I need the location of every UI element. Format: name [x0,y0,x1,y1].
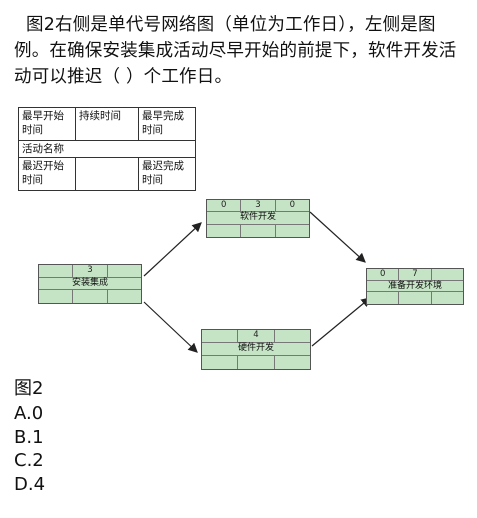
arrow-software-to-env [309,211,366,263]
node-prepare-environment: 0 7 准备开发环境 [366,268,464,305]
legend-blank [75,157,139,191]
env-ef [432,269,463,280]
env-es: 0 [367,269,400,280]
env-duration: 7 [399,269,432,280]
env-mid [399,292,432,304]
integrate-name: 安装集成 [71,277,108,288]
software-name: 软件开发 [239,212,276,223]
option-c[interactable]: C.2 [14,450,44,471]
option-a[interactable]: A.0 [14,403,44,424]
integrate-duration: 3 [73,265,108,277]
hardware-ls [202,355,239,369]
legend-lf: 最迟完成时间 [138,157,196,191]
software-es: 0 [207,200,242,212]
node-install-integration: 3 安装集成 [38,264,142,304]
arrow-integrate-to-software [143,222,202,277]
option-d[interactable]: D.4 [14,473,46,495]
arrow-integrate-to-hardware [143,301,198,353]
option-b[interactable]: B.1 [14,426,44,448]
env-lf [432,292,463,304]
hardware-name: 硬件开发 [237,342,274,353]
node-software-development: 0 3 0 软件开发 [206,199,310,238]
integrate-lf [108,290,141,303]
hardware-mid [238,355,275,369]
software-mid [241,224,276,237]
software-ef: 0 [289,200,296,210]
software-ls [207,224,242,237]
legend-ls: 最迟开始时间 [18,157,76,191]
integrate-mid [73,290,108,303]
arrow-hardware-to-env [311,297,371,347]
integrate-ls [39,290,74,303]
env-name: 准备开发环境 [387,280,442,291]
software-lf [276,225,309,237]
legend-ef: 最早完成时间 [138,107,196,141]
legend-es: 最早开始时间 [18,107,76,141]
integrate-es [39,265,74,277]
env-ls [367,292,400,304]
hardware-ef [275,330,310,342]
answer-options: A.0 B.1 C.2 D.4 [14,402,45,496]
figure-label: 图2 [14,378,44,399]
legend-table: 最早开始时间 持续时间 最早完成时间 活动名称 最迟开始时间 最迟完成时间 [18,107,196,191]
node-hardware-development: 4 硬件开发 [201,329,311,370]
question-text: 图2右侧是单代号网络图（单位为工作日），左侧是图例。在确保安装集成活动尽早开始的… [14,15,457,87]
hardware-lf [275,356,310,369]
integrate-ef [108,265,141,277]
hardware-es [202,330,239,342]
hardware-duration: 4 [238,330,275,342]
software-duration: 3 [241,200,276,212]
